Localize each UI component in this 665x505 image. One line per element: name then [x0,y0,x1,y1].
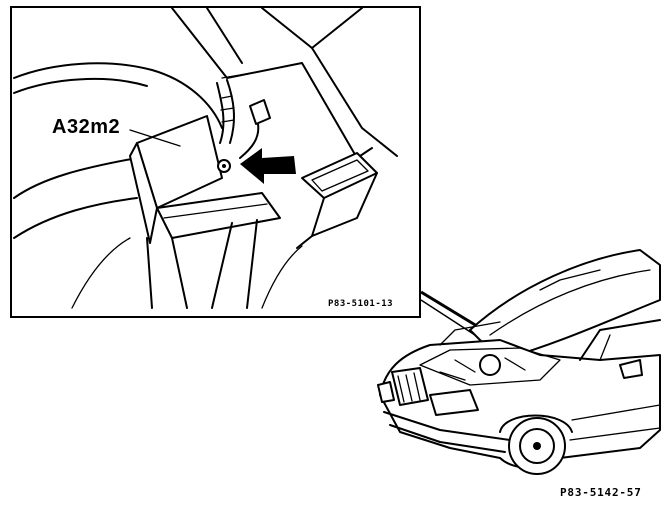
inset-reference-code: P83-5101-13 [328,299,394,309]
detail-inset-frame [10,6,421,318]
figure-reference-code: P83-5142-57 [560,486,642,499]
car-body [379,339,661,469]
component-callout-label: A32m2 [52,116,121,138]
detail-inset-drawing [13,8,398,309]
